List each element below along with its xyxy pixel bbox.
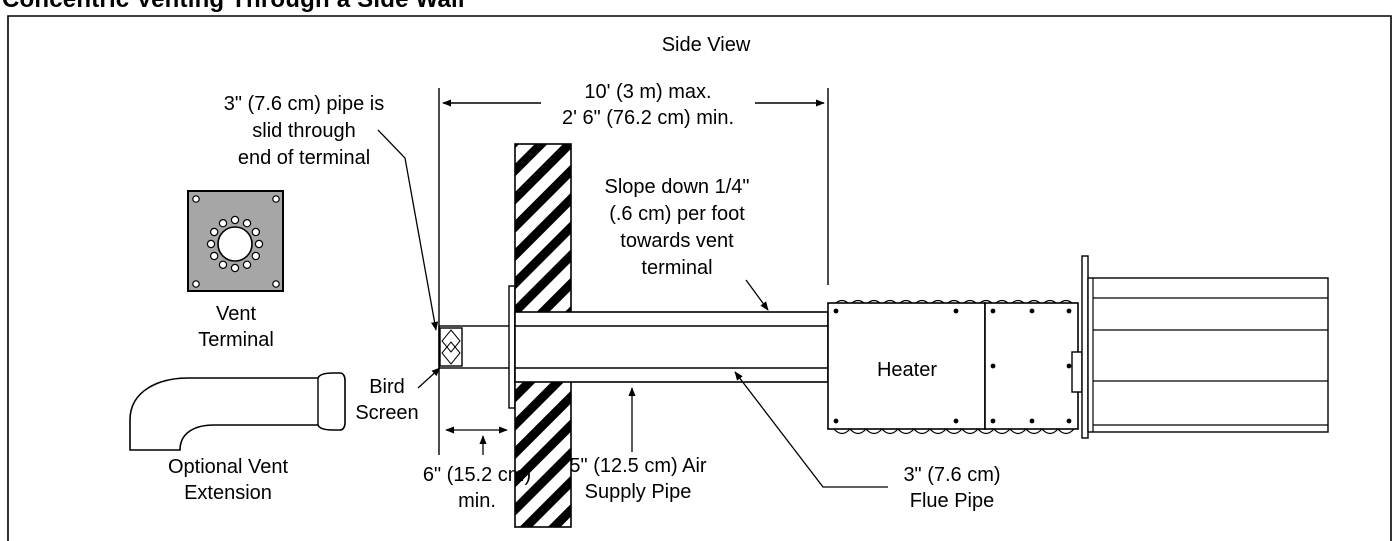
length-range-label: 10' (3 m) max. 2' 6" (76.2 cm) min. <box>562 81 734 129</box>
figure-title: Side View <box>662 34 751 56</box>
svg-text:Slope down 1/4": Slope down 1/4" <box>605 176 750 198</box>
svg-text:6" (15.2 cm): 6" (15.2 cm) <box>423 464 531 486</box>
svg-text:slid through: slid through <box>252 120 355 142</box>
svg-text:Bird: Bird <box>369 376 405 398</box>
svg-text:terminal: terminal <box>641 257 712 279</box>
svg-text:(.6 cm) per foot: (.6 cm) per foot <box>609 203 745 225</box>
optional-extension-label: Optional Vent Extension <box>168 456 289 504</box>
vent-terminal-label: Vent Terminal <box>198 303 274 351</box>
svg-text:Screen: Screen <box>355 402 418 424</box>
vent-terminal-face <box>187 190 284 292</box>
svg-text:3" (7.6 cm) pipe is: 3" (7.6 cm) pipe is <box>224 93 385 115</box>
svg-text:end of terminal: end of terminal <box>238 147 370 169</box>
pipe-slid-leader <box>377 129 439 331</box>
svg-text:3" (7.6 cm): 3" (7.6 cm) <box>903 464 1000 486</box>
svg-text:Terminal: Terminal <box>198 329 274 351</box>
svg-text:Extension: Extension <box>184 482 272 504</box>
truncated-heading: Concentric Venting Through a Side Wall <box>2 0 465 14</box>
wall-flange <box>508 285 516 409</box>
bird-screen-leader <box>417 367 441 389</box>
air-supply-pipe <box>514 311 829 383</box>
figure-frame <box>7 15 1392 541</box>
flue-pipe-leader <box>734 371 888 488</box>
slope-label: Slope down 1/4" (.6 cm) per foot towards… <box>605 176 750 279</box>
svg-text:2' 6" (76.2 cm) min.: 2' 6" (76.2 cm) min. <box>562 107 734 129</box>
min-clearance-label: 6" (15.2 cm) min. <box>423 464 531 512</box>
svg-text:5" (12.5 cm) Air: 5" (12.5 cm) Air <box>569 455 706 477</box>
pipe-slid-label: 3" (7.6 cm) pipe is slid through end of … <box>224 93 385 169</box>
bird-screen <box>439 327 463 367</box>
slope-leader <box>745 279 769 311</box>
flue-pipe-label: 3" (7.6 cm) Flue Pipe <box>903 464 1000 512</box>
svg-text:Supply Pipe: Supply Pipe <box>585 481 692 503</box>
heater-label: Heater <box>877 359 937 381</box>
svg-text:towards vent: towards vent <box>620 230 734 252</box>
svg-text:Optional Vent: Optional Vent <box>168 456 289 478</box>
bird-screen-label: Bird Screen <box>355 376 418 424</box>
optional-vent-extension-shape <box>129 372 346 451</box>
svg-text:Vent: Vent <box>216 303 256 325</box>
svg-text:min.: min. <box>458 490 496 512</box>
air-supply-pipe-label: 5" (12.5 cm) Air Supply Pipe <box>569 455 706 503</box>
svg-text:Flue Pipe: Flue Pipe <box>910 490 995 512</box>
heater <box>827 255 1329 439</box>
svg-text:10' (3 m) max.: 10' (3 m) max. <box>584 81 711 103</box>
